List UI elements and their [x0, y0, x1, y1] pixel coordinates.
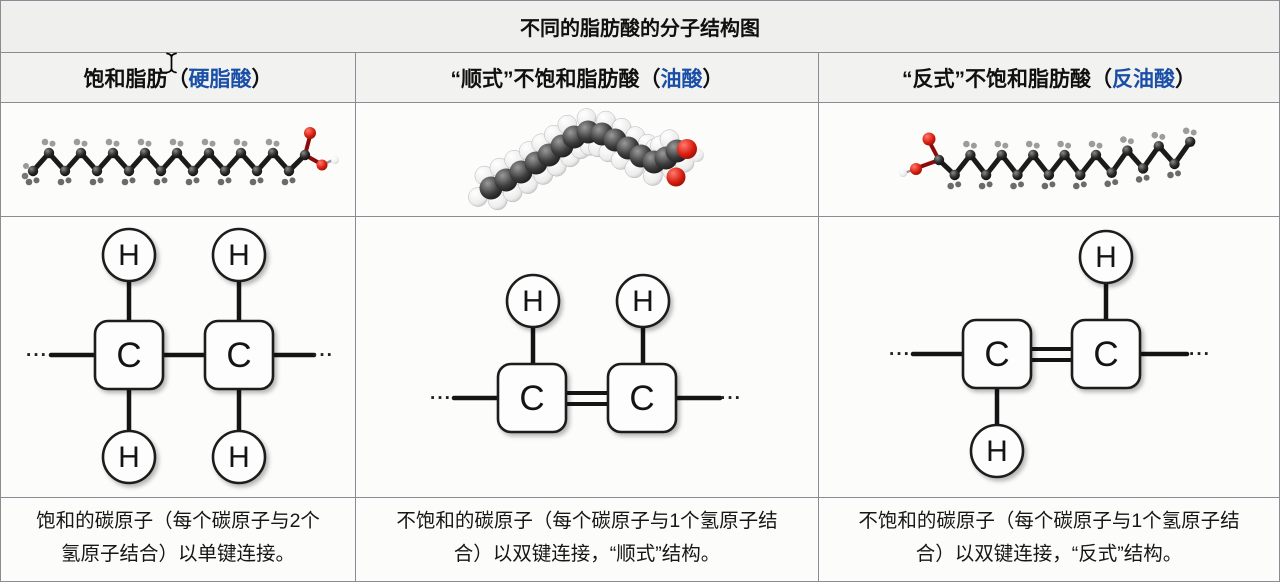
cis-double-bond-diagram: C C H H ··· ···	[430, 273, 742, 434]
oleic-acid-3d-model	[468, 108, 704, 211]
carbon-box	[606, 362, 678, 434]
carbon-box	[1070, 318, 1142, 390]
diagram-cell-trans: C C H H ··· ···	[819, 217, 1279, 497]
description-line: 饱和的碳原子（每个碳原子与2个	[36, 510, 320, 532]
chain-continues-dots: ···	[720, 388, 742, 409]
description-line: 不饱和的碳原子（每个碳原子与1个氢原子结	[396, 510, 778, 532]
table-title-row: 不同的脂肪酸的分子结构图	[1, 1, 1279, 53]
hydrogen-circle	[211, 429, 267, 485]
header-row: 饱和脂肪（硬脂酸） “顺式”不饱和脂肪酸（油酸） “反式”不饱和脂肪酸（反油酸）	[1, 53, 1279, 103]
ibeam-text-cursor	[165, 52, 178, 74]
term-link-stearic-acid[interactable]: 硬脂酸	[188, 67, 252, 91]
hydrogen-atom-label: H	[522, 285, 544, 318]
carbon-box	[961, 318, 1033, 390]
hydrogen-atom-label: H	[228, 441, 250, 474]
paren-open: （	[1091, 67, 1112, 91]
diagrams-row: C C H H H H ··· ···	[1, 217, 1279, 498]
hydrogen-circle	[101, 429, 157, 485]
bond-lines	[48, 279, 317, 433]
description-trans: 不饱和的碳原子（每个碳原子与1个氢原子结 合）以双键连接，“反式”结构。	[819, 498, 1279, 582]
chain-continues-dots: ···	[889, 344, 911, 365]
hydrogen-circle	[211, 227, 267, 283]
models-row	[1, 103, 1279, 217]
chain-continues-dots: ···	[430, 388, 452, 409]
stearic-acid-3d-model	[21, 127, 339, 186]
carbon-atom-label: C	[984, 335, 1009, 374]
hydrogen-atom-label: H	[118, 441, 140, 474]
header-text: 饱和脂肪	[83, 67, 168, 91]
header-text: “反式”不饱和脂肪酸	[902, 67, 1091, 91]
carbon-atom-label: C	[226, 336, 251, 375]
header-text: “顺式”不饱和脂肪酸	[450, 67, 640, 91]
hydrogen-circle	[1078, 229, 1134, 285]
carbon-atom-label: C	[116, 336, 141, 375]
carbon-box	[93, 319, 165, 391]
carbon-atom-label: C	[1093, 335, 1118, 374]
model-cell-trans	[819, 103, 1279, 216]
carbon-box	[496, 362, 568, 434]
hydrogen-atom-label: H	[1095, 241, 1117, 274]
hydrogen-atom-label: H	[118, 239, 140, 272]
description-line: 氢原子结合）以单键连接。	[60, 543, 295, 565]
description-line: 合）以双键连接，“顺式”结构。	[453, 543, 721, 565]
paren-close: ）	[702, 67, 724, 91]
description-cis: 不饱和的碳原子（每个碳原子与1个氢原子结 合）以双键连接，“顺式”结构。	[356, 498, 819, 582]
hydrogen-circle	[505, 273, 561, 329]
carbon-atom-label: C	[519, 379, 544, 418]
carbon-box	[203, 319, 275, 391]
description-line: 不饱和的碳原子（每个碳原子与1个氢原子结	[858, 510, 1240, 532]
saturated-single-bond-diagram: C C H H H H ··· ···	[26, 227, 334, 485]
page-title: 不同的脂肪酸的分子结构图	[520, 18, 760, 40]
bond-lines	[451, 324, 723, 406]
paren-open: （	[639, 67, 661, 91]
description-line: 合）以双键连接，“反式”结构。	[915, 543, 1183, 565]
hydrogen-circle	[101, 227, 157, 283]
term-link-elaidic-acid[interactable]: 反油酸	[1112, 67, 1175, 91]
bond-lines	[910, 280, 1190, 428]
diagram-cell-saturated: C C H H H H ··· ···	[1, 217, 356, 497]
chain-continues-dots: ···	[1189, 344, 1211, 365]
hydrogen-atom-label: H	[632, 285, 654, 318]
paren-open: （	[167, 67, 189, 91]
model-cell-saturated	[1, 103, 356, 216]
diagram-cell-cis: C C H H ··· ···	[356, 217, 819, 497]
carbon-atom-label: C	[629, 379, 654, 418]
paren-close: ）	[251, 67, 273, 91]
column-header-trans-unsaturated: “反式”不饱和脂肪酸（反油酸）	[819, 53, 1279, 102]
hydrogen-atom-label: H	[228, 239, 250, 272]
elaidic-acid-3d-model	[899, 127, 1197, 190]
term-link-oleic-acid[interactable]: 油酸	[660, 67, 703, 91]
description-row: 饱和的碳原子（每个碳原子与2个 氢原子结合）以单键连接。 不饱和的碳原子（每个碳…	[1, 498, 1279, 582]
description-saturated: 饱和的碳原子（每个碳原子与2个 氢原子结合）以单键连接。	[1, 498, 356, 582]
chain-continues-dots: ···	[312, 345, 334, 366]
chain-continues-dots: ···	[26, 345, 48, 366]
column-header-cis-unsaturated: “顺式”不饱和脂肪酸（油酸）	[356, 53, 819, 102]
model-cell-cis	[356, 103, 819, 216]
trans-double-bond-diagram: C C H H ··· ···	[889, 229, 1211, 479]
hydrogen-circle	[615, 273, 671, 329]
paren-close: ）	[1175, 67, 1196, 91]
column-header-saturated: 饱和脂肪（硬脂酸）	[1, 53, 356, 102]
hydrogen-circle	[969, 423, 1025, 479]
hydrogen-atom-label: H	[986, 435, 1008, 468]
